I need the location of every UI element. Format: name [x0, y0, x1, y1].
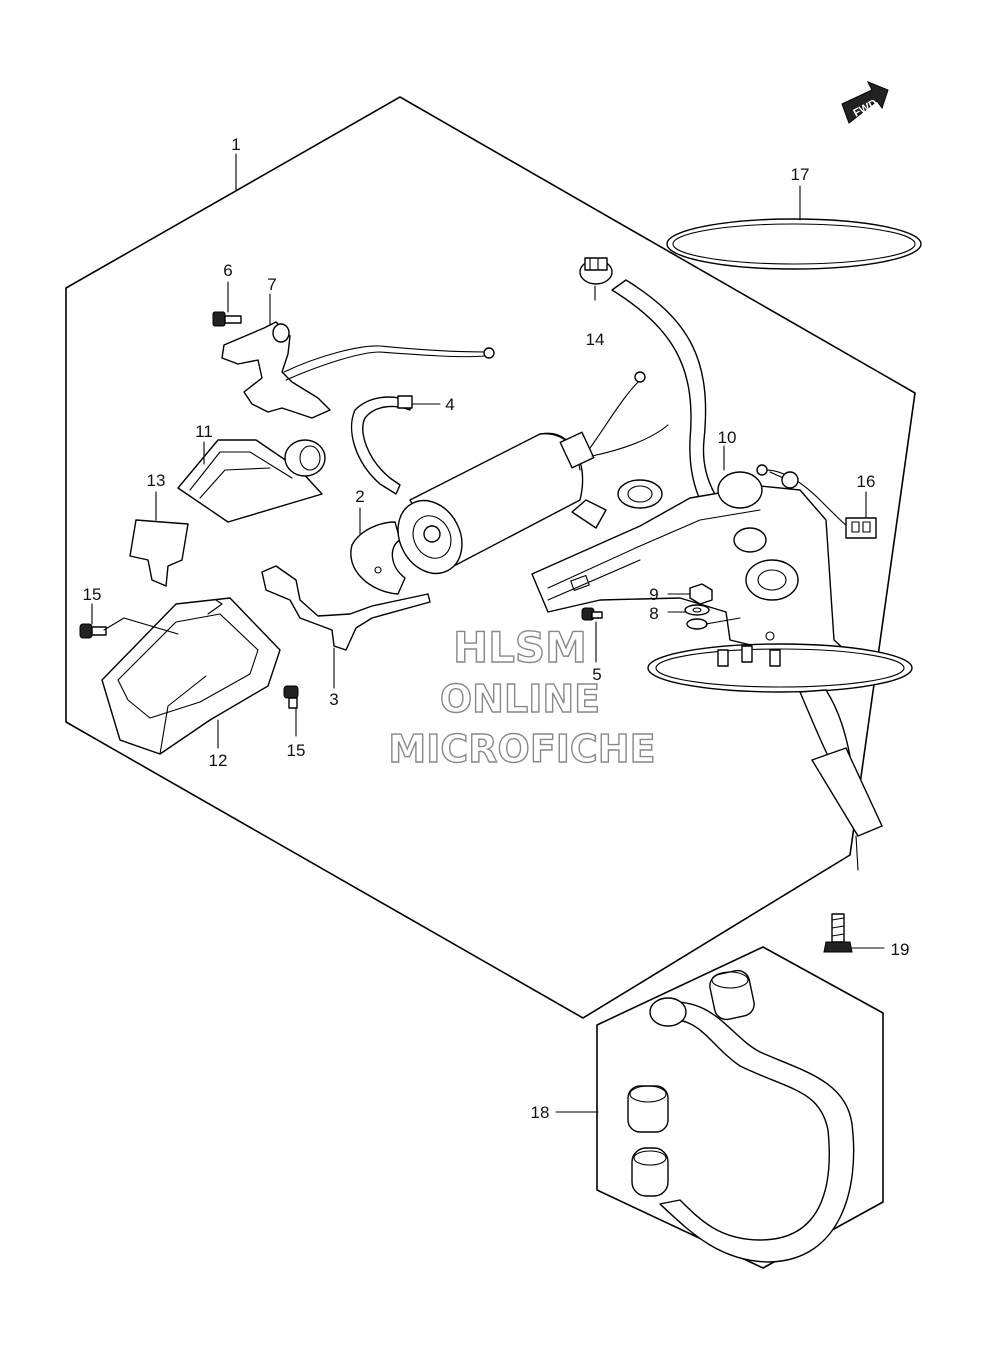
callout-17: 17 — [791, 165, 810, 184]
watermark-line2: ONLINE — [440, 677, 600, 721]
watermark-line1: HLSM — [453, 623, 587, 672]
callout-15b: 15 — [287, 741, 306, 760]
leader-lines — [91, 153, 885, 1113]
leader-19-up — [855, 835, 859, 871]
terminal-lead — [686, 617, 741, 630]
callout-12: 12 — [209, 751, 228, 770]
gasket-plate-13 — [129, 519, 189, 587]
callout-18: 18 — [531, 1103, 550, 1122]
callout-3: 3 — [329, 690, 338, 709]
callout-6: 6 — [223, 261, 232, 280]
callout-5: 5 — [592, 665, 601, 684]
fuel-pump-motor — [397, 371, 669, 575]
bolt-15a — [79, 623, 107, 639]
bolt-6 — [212, 311, 242, 327]
pump-unit-frame-10 — [531, 464, 857, 681]
connector-16 — [845, 517, 877, 539]
bolt-19 — [823, 913, 853, 953]
bracket-3 — [261, 565, 431, 651]
assembly-frame-18 — [596, 946, 884, 1269]
callout-16: 16 — [857, 472, 876, 491]
lower-cover-12 — [101, 597, 281, 755]
assembly-frame-1 — [65, 96, 916, 1019]
fuel-filter-11 — [177, 439, 326, 523]
strap-clip — [397, 395, 413, 409]
callout-11: 11 — [195, 422, 213, 441]
callout-9: 9 — [649, 585, 658, 604]
watermark-line3: MICROFICHE — [388, 727, 655, 771]
nut-9 — [689, 583, 713, 605]
callout-13: 13 — [147, 471, 166, 490]
callout-1: 1 — [231, 135, 240, 154]
fuel-hose-assembly-18 — [627, 969, 855, 1263]
cushion-2 — [350, 521, 406, 595]
bracket-7 — [221, 321, 495, 419]
callout-4: 4 — [445, 395, 454, 414]
o-ring-gasket-17 — [666, 218, 922, 270]
callout-7: 7 — [267, 275, 276, 294]
callout-14: 14 — [586, 330, 605, 349]
hose-clamp-14 — [579, 257, 613, 285]
callout-19: 19 — [891, 940, 910, 959]
callout-8: 8 — [649, 604, 658, 623]
watermark: HLSM ONLINE MICROFICHE — [388, 622, 657, 771]
fwd-arrow-icon: FWD — [841, 81, 889, 124]
callout-10: 10 — [718, 428, 737, 447]
bolt-15b — [283, 685, 299, 709]
callout-15a: 15 — [83, 585, 102, 604]
strap-band-4 — [351, 396, 411, 495]
screw-5 — [581, 607, 603, 621]
outlet-sleeve — [811, 747, 883, 837]
washer-8 — [684, 604, 710, 616]
callout-2: 2 — [355, 487, 364, 506]
pump-base-flange — [647, 643, 913, 693]
